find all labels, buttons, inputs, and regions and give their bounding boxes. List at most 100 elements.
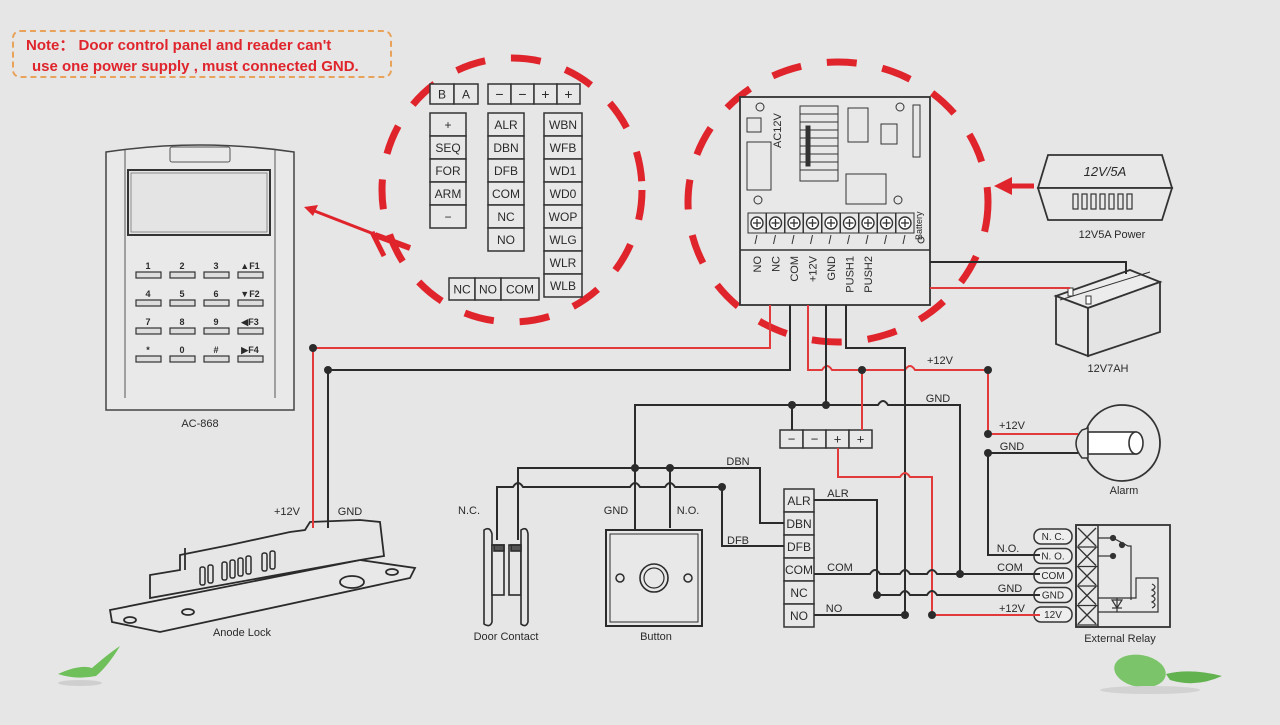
lower-terminal-power: +: [825, 429, 850, 449]
terminal-relay: COM: [500, 277, 540, 301]
door-contact: [483, 527, 529, 627]
key-label: 1: [145, 261, 150, 271]
terminal-left: SEQ: [429, 135, 467, 160]
key-label: 6: [213, 289, 218, 299]
note-line-2: use one power supply , must connected GN…: [32, 58, 359, 75]
lower-terminal: NO: [783, 603, 815, 628]
terminal-right: WFB: [543, 135, 583, 160]
terminal-right-label: WLB: [550, 279, 576, 293]
wire-plus12-bus: [807, 305, 1078, 435]
junction-dots: [309, 344, 992, 619]
lower-terminal: NC: [783, 580, 815, 605]
terminal-mid-label: ALR: [494, 118, 518, 132]
key-button: [203, 299, 230, 307]
key-label: 7: [145, 317, 150, 327]
key-label: 2: [179, 261, 184, 271]
lock-label: Anode Lock: [213, 627, 272, 639]
terminal-right-label: WBN: [549, 118, 577, 132]
key-button: [169, 327, 196, 335]
relay-terminal: COM: [1033, 567, 1073, 584]
key-label: 4: [145, 289, 150, 299]
lower-terminal-label: ALR: [787, 494, 811, 508]
wire-dbn-panel: [670, 467, 784, 524]
wire-gnd-right: [826, 400, 961, 574]
relay-terminal: GND: [1033, 586, 1073, 604]
key-button: [135, 355, 162, 363]
no-wire-label: NO: [826, 603, 843, 615]
terminal-power: +: [533, 83, 558, 105]
highlight-circle-psu: [684, 58, 992, 346]
terminal-relay-label: NO: [479, 282, 497, 296]
door-contact-wire-label: N.C.: [458, 505, 480, 517]
relay-label: External Relay: [1084, 633, 1156, 645]
terminal-right-label: WOP: [549, 210, 578, 224]
psu-terminal-label: PUSH2: [863, 256, 875, 293]
terminal-mid: NC: [487, 204, 525, 229]
battery-label: 12V7AH: [1088, 363, 1129, 375]
note-line-1: Note： Door control panel and reader can'…: [26, 37, 332, 54]
terminal-right: WOP: [543, 204, 583, 229]
terminal-right: WD0: [543, 181, 583, 206]
psu-screw-terminals: [747, 212, 915, 245]
key-label: 8: [179, 317, 184, 327]
terminal-right-label: WD1: [550, 164, 577, 178]
psu-terminal-label: NO: [752, 256, 764, 273]
relay-wire-com-label: COM: [997, 562, 1023, 574]
key-label: 9: [213, 317, 218, 327]
alarm-gnd-label: GND: [1000, 441, 1025, 453]
wire-alr: [814, 499, 1040, 596]
terminal-mid: DBN: [487, 135, 525, 160]
relay-terminal-label: COM: [1041, 571, 1064, 582]
com-wire-label: COM: [827, 562, 853, 574]
terminal-relay: NO: [474, 277, 502, 301]
terminal-left-label: −: [444, 210, 451, 224]
lock-wire-gnd-label: GND: [338, 506, 363, 518]
bus-gnd-label: GND: [926, 393, 951, 405]
terminal-right: WLR: [543, 250, 583, 275]
relay-terminal-label: N. O.: [1041, 552, 1064, 563]
external-relay: N. C. N. O. COM GND 12V External Relay: [1033, 524, 1171, 645]
battery: 12V7AH: [1053, 269, 1163, 375]
terminal-right-label: WFB: [550, 141, 577, 155]
terminal-b-label: B: [438, 87, 446, 101]
terminal-a: A: [453, 83, 479, 105]
alarm-device: Alarm: [1075, 404, 1161, 497]
key-button: [135, 299, 162, 307]
terminal-right: WLB: [543, 273, 583, 298]
lower-terminal: DFB: [783, 534, 815, 559]
relay-wire-no-label: N.O.: [997, 543, 1020, 555]
lower-terminal-power: +: [848, 429, 873, 449]
key-button: [203, 271, 230, 279]
key-button: [237, 271, 264, 279]
terminal-left-label: +: [444, 118, 451, 132]
terminal-relay-label: COM: [506, 282, 534, 296]
wire-com: [814, 569, 1040, 575]
terminal-left-label: FOR: [435, 164, 461, 178]
lock-wire-plus-label: +12V: [274, 506, 301, 518]
relay-terminal-label: 12V: [1044, 610, 1062, 621]
relay-terminal-label: N. C.: [1042, 532, 1065, 543]
key-button: [203, 355, 230, 363]
key-button: [237, 327, 264, 335]
alarm-label: Alarm: [1110, 485, 1139, 497]
exit-button: [605, 529, 703, 627]
lower-terminal-power-label: −: [788, 432, 796, 447]
highlight-circle-panel: [378, 54, 646, 326]
lower-terminal-label: DFB: [787, 540, 811, 554]
power-supply: 12V/5A 12V5A Power: [1036, 154, 1174, 241]
key-label: ◀F3: [240, 317, 258, 327]
wire-dbn: [517, 467, 671, 540]
relay-terminal-label: GND: [1042, 591, 1064, 602]
terminal-power: −: [487, 83, 512, 105]
key-button: [169, 299, 196, 307]
psu-terminal-label: PUSH1: [845, 256, 857, 293]
terminal-relay: NC: [448, 277, 476, 301]
psu-ac-label: AC12V: [772, 112, 784, 148]
key-label: ▶F4: [240, 345, 258, 355]
leaf-decoration-right: [1100, 654, 1222, 694]
